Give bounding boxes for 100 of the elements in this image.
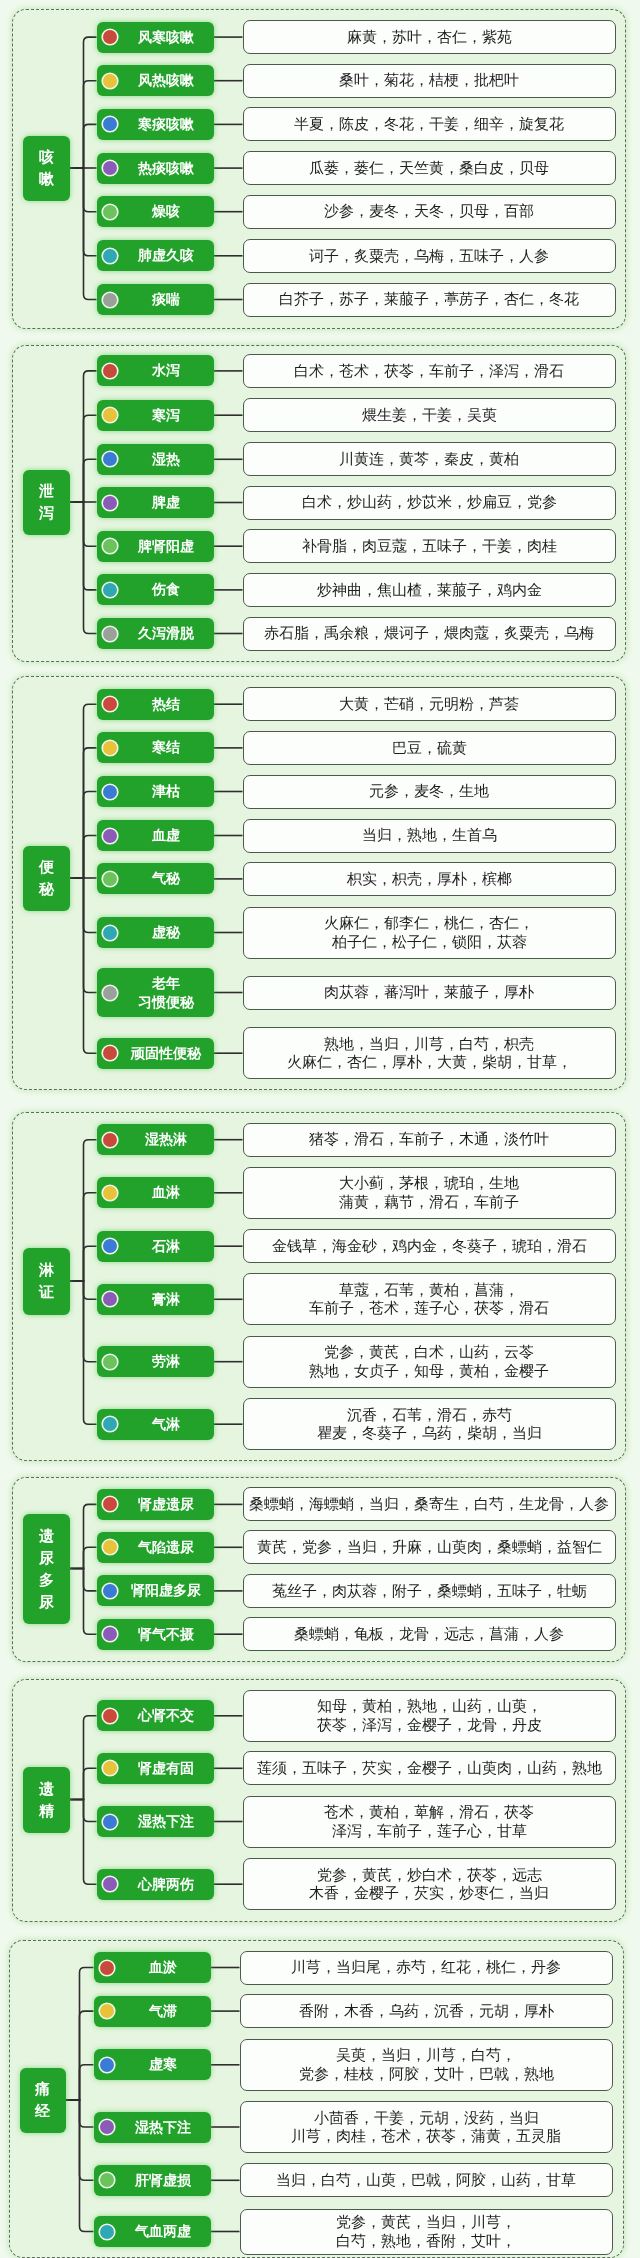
herb-list-box: 瓜蒌，蒌仁，天竺黄，桑白皮，贝母 [242,151,616,186]
pattern-tag [93,2049,211,2081]
pattern-tag [96,355,214,387]
connector-line [212,414,244,416]
pattern-label: 肺虚久咳 [138,246,194,266]
pattern-label: 劳淋 [152,1352,180,1372]
pattern-label: 心肾不交 [138,1706,194,1726]
herb-list-box: 麻黄，苏叶，杏仁，紫苑 [242,20,616,55]
pattern-label: 伤食 [152,580,180,600]
pattern-tag [96,732,214,764]
herb-list-box: 大小蓟，茅根，琥珀，生地蒲黄，藕节，滑石，车前子 [242,1166,616,1219]
pattern-tag [96,1408,214,1440]
herb-list-box: 桑叶，菊花，桔梗，批杷叶 [242,63,616,98]
pattern-tag [96,399,214,431]
connector-line [212,458,244,461]
pattern-tag [96,1124,214,1156]
herb-list-box: 苍术，黄柏，萆解，滑石，茯苓泽泻，车前子，莲子心，甘草 [242,1795,616,1848]
pattern-label: 虚秘 [152,923,180,942]
pattern-tag [96,284,214,315]
pattern-label: 湿热下注 [135,2117,191,2137]
pattern-label: 石淋 [152,1236,180,1256]
connector-line [68,167,98,301]
pattern-tag [96,152,214,184]
pattern-label: 热结 [152,694,180,714]
pattern-label: 肾虚遗尿 [138,1494,194,1514]
pattern-tag [96,968,214,1017]
dashed-panel [12,1679,626,1922]
connector-line [212,747,244,749]
pattern-tag [93,2164,211,2196]
connector-line [212,1546,244,1549]
connector-line [212,1423,244,1425]
herb-list-box: 川黄连，黄芩，秦皮，黄柏 [242,442,616,477]
herb-list-box: 沙参，麦冬，天冬，贝母，百部 [242,194,616,229]
herb-list-box: 赤石脂，禹余粮，煨诃子，煨肉蔻，炙粟壳，乌梅 [242,616,616,651]
dashed-panel [12,9,626,329]
connector-line [212,1138,244,1141]
pattern-label: 久泻滑脱 [138,624,194,643]
pattern-label: 风热咳嗽 [138,71,194,91]
pattern-tag [96,240,214,272]
connector-line [212,878,244,880]
pattern-tag [96,1346,214,1378]
herb-list-box: 大黄，芒硝，元明粉，芦荟 [242,687,616,722]
connector-line [64,2099,95,2233]
connector-line [212,991,244,994]
connector-line [212,210,244,213]
pattern-label: 心脾两伤 [138,1874,194,1894]
pattern-tag [96,530,214,562]
herb-list-box: 当归，白芍，山萸，巴戟，阿胶，山药，甘草 [239,2163,613,2198]
herb-list-box: 熟地，当归，川芎，白芍，枳壳火麻仁，杏仁，厚朴，大黄，柴胡，甘草， [242,1027,616,1080]
connector-line [212,1192,244,1194]
category-box: 便秘 [22,845,70,911]
pattern-tag [96,1037,214,1069]
pattern-label: 湿热下注 [138,1812,194,1831]
herb-list-box: 菟丝子，肉苁蓉，附子，桑螵蛸，五味子，牡蛎 [242,1573,616,1608]
connector-line [212,1245,244,1247]
pattern-label: 肾虚有固 [138,1758,194,1778]
herb-list-box: 火麻仁，郁李仁，桃仁，杏仁，柏子仁，松子仁，锁阳，苁蓉 [242,906,616,959]
connector-line [209,1966,241,1969]
herb-list-box: 小茴香，干姜，元胡，没药，当归川芎，肉桂，苍术，茯苓，蒲黄，五灵脂 [239,2101,613,2153]
herb-list-box: 白芥子，苏子，莱菔子，葶苈子，杏仁，冬花 [242,282,616,317]
pattern-label: 水泻 [152,361,180,381]
herb-list-box: 沉香，石苇，滑石，赤芍瞿麦，冬葵子，乌药，柴胡，当归 [242,1398,616,1451]
connector-line [209,2064,241,2066]
herb-list-box: 元参，麦冬，生地 [242,774,616,809]
connector-line [212,1052,244,1054]
herb-list-box: 川芎，当归尾，赤芍，红花，桃仁，丹参 [239,1950,613,1985]
pattern-label: 肝肾虚损 [135,2170,191,2190]
connector-line [209,2230,241,2233]
category-box: 咳嗽 [22,135,70,201]
connector-line [212,790,244,793]
pattern-tag [96,1806,214,1837]
pattern-tag [96,618,214,649]
connector-line [212,501,244,504]
pattern-label: 寒泻 [152,405,180,425]
pattern-label: 气陷遗尿 [138,1537,194,1557]
connector-line [212,167,244,169]
connector-line [212,255,244,257]
pattern-tag [96,917,214,948]
pattern-label: 湿热 [152,449,180,469]
connector-line [212,1590,244,1592]
pattern-label: 气秘 [152,869,180,889]
pattern-tag [96,1700,214,1732]
pattern-label: 寒结 [152,738,180,758]
herb-list-box: 党参，黄芪，当归，川芎，白芍，熟地，香附，艾叶， [239,2208,613,2255]
connector-line [212,298,244,301]
category-box: 淋证 [22,1247,70,1315]
connector-line [212,834,244,837]
pattern-label: 燥咳 [152,202,180,222]
pattern-tag [96,1575,214,1607]
dashed-panel [12,1112,626,1461]
pattern-tag [96,1488,214,1520]
herb-list-box: 巴豆，硫黄 [242,730,616,765]
connector-line [212,1298,244,1301]
herb-list-box: 吴萸，当归，川芎，白芍，党参，桂枝，阿胶，艾叶，巴戟，熟地 [239,2038,613,2091]
pattern-tag [96,65,214,97]
herb-list-box: 白术，炒山药，炒苡米，炒扁豆，党参 [242,485,616,520]
pattern-tag [93,2216,211,2247]
pattern-label: 肾气不摄 [138,1624,194,1644]
connector-line [209,2126,241,2128]
pattern-tag [93,1952,211,1983]
